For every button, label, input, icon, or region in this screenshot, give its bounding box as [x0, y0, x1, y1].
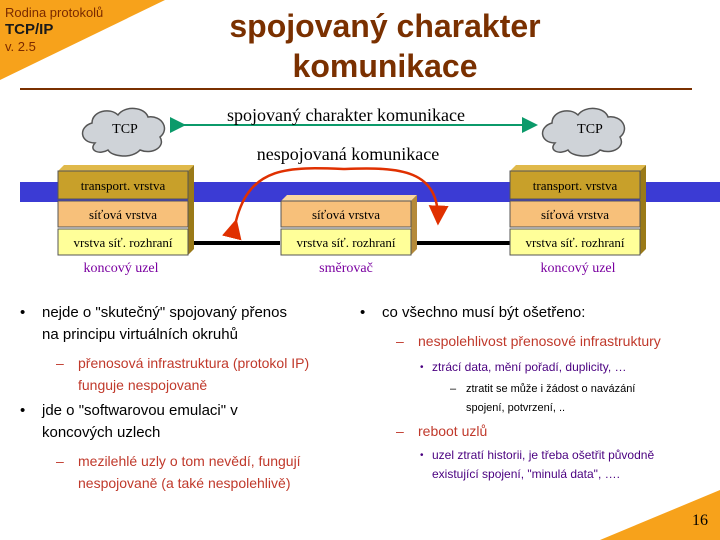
- series-version: v. 2.5: [5, 39, 36, 54]
- connectionless-arrow: [222, 167, 449, 241]
- right-network-layer: síťová vrstva: [541, 207, 609, 222]
- cloud-left-label: TCP: [112, 122, 138, 137]
- list-subitem: reboot uzlů: [350, 420, 487, 442]
- left-transport-layer: transport. vrstva: [81, 178, 166, 193]
- connection-arrow-label: spojovaný charakter komunikace: [227, 105, 465, 125]
- list-subsubsubitem: ztratit se může i žádost o navázání spoj…: [350, 380, 635, 418]
- router-link-layer: vrstva síť. rozhraní: [296, 235, 395, 250]
- list-subitem: nespolehlivost přenosové infrastruktury: [350, 330, 661, 352]
- title-line-1: spojovaný charakter: [229, 8, 541, 44]
- list-item: jde o "softwarovou emulaci" v koncových …: [10, 400, 238, 444]
- router-node: síťová vrstva vrstva síť. rozhraní směro…: [280, 195, 417, 276]
- list-item: co všechno musí být ošetřeno:: [350, 302, 585, 324]
- list-subsubitem: ztrácí data, mění pořadí, duplicity, …: [350, 358, 627, 377]
- router-label: směrovač: [319, 261, 373, 276]
- right-transport-layer: transport. vrstva: [533, 178, 618, 193]
- corner-decoration-bottom-right: [600, 490, 720, 540]
- list-subsubitem: uzel ztratí historii, je třeba ošetřit p…: [350, 446, 654, 484]
- title-line-2: komunikace: [292, 48, 478, 84]
- list-subitem: mezilehlé uzly o tom nevědí, fungují nes…: [10, 450, 301, 494]
- right-node: transport. vrstva síťová vrstva vrstva s…: [509, 165, 646, 276]
- right-node-label: koncový uzel: [540, 261, 615, 276]
- router-network-layer: síťová vrstva: [312, 207, 380, 222]
- page-number: 16: [692, 512, 708, 529]
- series-label: Rodina protokolů TCP/IP v. 2.5: [5, 4, 103, 55]
- protocol-diagram: TCP TCP spojovaný charakter komunikace n…: [20, 105, 720, 276]
- series-name: Rodina protokolů: [5, 5, 104, 20]
- series-topic: TCP/IP: [5, 21, 54, 38]
- connectionless-label: nespojovaná komunikace: [257, 144, 439, 164]
- list-item: nejde o "skutečný" spojovaný přenos na p…: [10, 302, 287, 346]
- cloud-right-icon: TCP: [541, 107, 626, 157]
- page-title: spojovaný charakter komunikace: [210, 6, 560, 86]
- left-network-layer: síťová vrstva: [89, 207, 157, 222]
- right-link-layer: vrstva síť. rozhraní: [525, 235, 624, 250]
- list-subitem: přenosová infrastruktura (protokol IP) f…: [10, 352, 309, 396]
- title-divider: [20, 88, 692, 90]
- cloud-left-icon: TCP: [81, 107, 166, 157]
- left-node: transport. vrstva síťová vrstva vrstva s…: [57, 165, 194, 276]
- left-node-label: koncový uzel: [83, 261, 158, 276]
- cloud-right-label: TCP: [577, 122, 603, 137]
- corner-decoration-top-left: [0, 0, 165, 80]
- left-link-layer: vrstva síť. rozhraní: [73, 235, 172, 250]
